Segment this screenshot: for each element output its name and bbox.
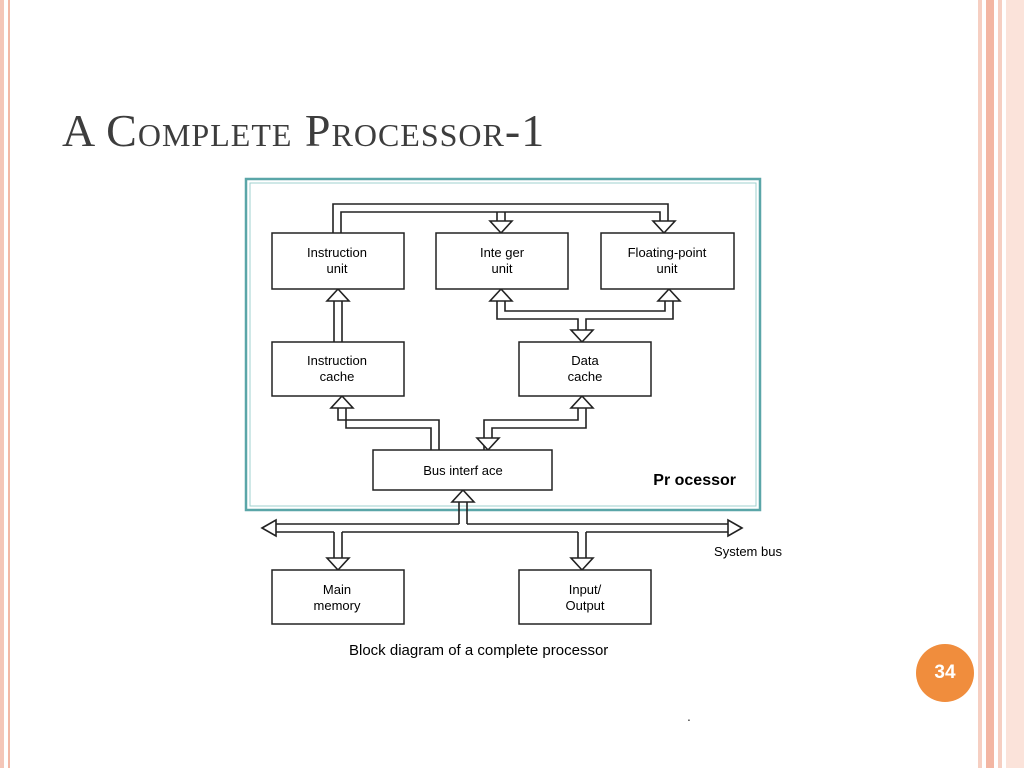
input-output-label-2: Output xyxy=(565,598,604,613)
right-border-stripe xyxy=(998,0,1002,768)
bus-interface-box: Bus interf ace xyxy=(372,449,553,491)
processor-label: Pr ocessor xyxy=(653,472,736,489)
slide-title: A Complete Processor-1 xyxy=(62,105,546,156)
instruction-unit-label-2: unit xyxy=(327,261,348,276)
floating-point-unit-label-2: unit xyxy=(657,261,678,276)
bus-to-io-arrow xyxy=(569,532,595,572)
icache-to-iunit-arrow xyxy=(325,287,351,342)
input-output-box: Input/ Output xyxy=(518,569,652,625)
bus-interface-to-system-bus xyxy=(450,488,476,524)
data-cache-box: Data cache xyxy=(518,341,652,397)
right-border-stripe xyxy=(986,0,994,768)
processor-boundary-inner xyxy=(249,182,757,507)
right-border-stripe xyxy=(1006,0,1024,768)
instruction-cache-box: Instruction cache xyxy=(271,341,405,397)
integer-unit-label-2: unit xyxy=(492,261,513,276)
main-memory-box: Main memory xyxy=(271,569,405,625)
instruction-cache-label-1: Instruction xyxy=(307,353,367,368)
page-number-badge: 34 xyxy=(916,644,974,702)
bus-interface-to-caches xyxy=(329,394,595,452)
data-cache-label-1: Data xyxy=(571,353,599,368)
integer-unit-label-1: Inte ger xyxy=(480,245,525,260)
stray-dot: . xyxy=(687,708,691,724)
instruction-unit-label-1: Instruction xyxy=(307,245,367,260)
right-border-stripe xyxy=(978,0,982,768)
input-output-label-1: Input/ xyxy=(569,582,602,597)
floating-point-unit-label-1: Floating-point xyxy=(628,245,707,260)
left-border-stripe xyxy=(0,0,4,768)
data-cache-label-2: cache xyxy=(568,369,603,384)
system-bus-arrow xyxy=(260,518,744,538)
main-memory-label-1: Main xyxy=(323,582,351,597)
diagram-caption: Block diagram of a complete processor xyxy=(349,642,609,659)
top-connector xyxy=(332,203,677,235)
bus-interface-label: Bus interf ace xyxy=(423,463,503,478)
left-border-stripe xyxy=(8,0,10,768)
dcache-connector xyxy=(488,287,682,344)
integer-unit-box: Inte ger unit xyxy=(435,232,569,290)
main-memory-label-2: memory xyxy=(314,598,361,613)
bus-to-memory-arrow xyxy=(325,532,351,572)
processor-boundary xyxy=(244,177,762,512)
instruction-cache-label-2: cache xyxy=(320,369,355,384)
floating-point-unit-box: Floating-point unit xyxy=(600,232,735,290)
instruction-unit-box: Instruction unit xyxy=(271,232,405,290)
system-bus-label: System bus xyxy=(714,544,782,559)
